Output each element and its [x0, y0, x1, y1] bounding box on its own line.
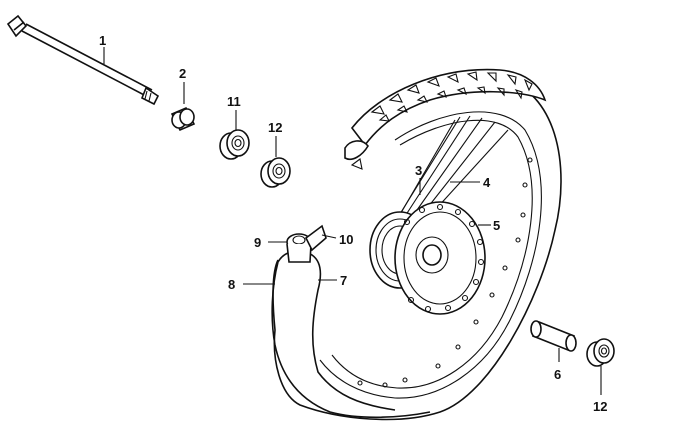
callout-2: 2: [179, 66, 186, 81]
callout-5: 5: [493, 218, 500, 233]
callout-8: 8: [228, 277, 235, 292]
callout-7: 7: [340, 273, 347, 288]
side-collar: [170, 106, 196, 132]
bearing-left: [219, 129, 250, 160]
callout-6: 6: [554, 367, 561, 382]
distance-collar: [530, 320, 577, 352]
callout-3: 3: [415, 163, 422, 178]
callout-12-bottom: 12: [593, 399, 607, 414]
tire: [272, 68, 562, 421]
callout-9: 9: [254, 235, 261, 250]
callout-1: 1: [99, 33, 106, 48]
callout-12-top: 12: [268, 120, 282, 135]
valve: [286, 224, 327, 263]
callout-4: 4: [483, 175, 491, 190]
axle: [6, 14, 160, 106]
callout-10: 10: [339, 232, 353, 247]
hub: [369, 115, 509, 315]
leader-lines: [103, 47, 602, 395]
bearing-right-bottom: [586, 338, 615, 367]
bearing-right-top: [260, 157, 291, 188]
callout-11: 11: [227, 94, 241, 109]
